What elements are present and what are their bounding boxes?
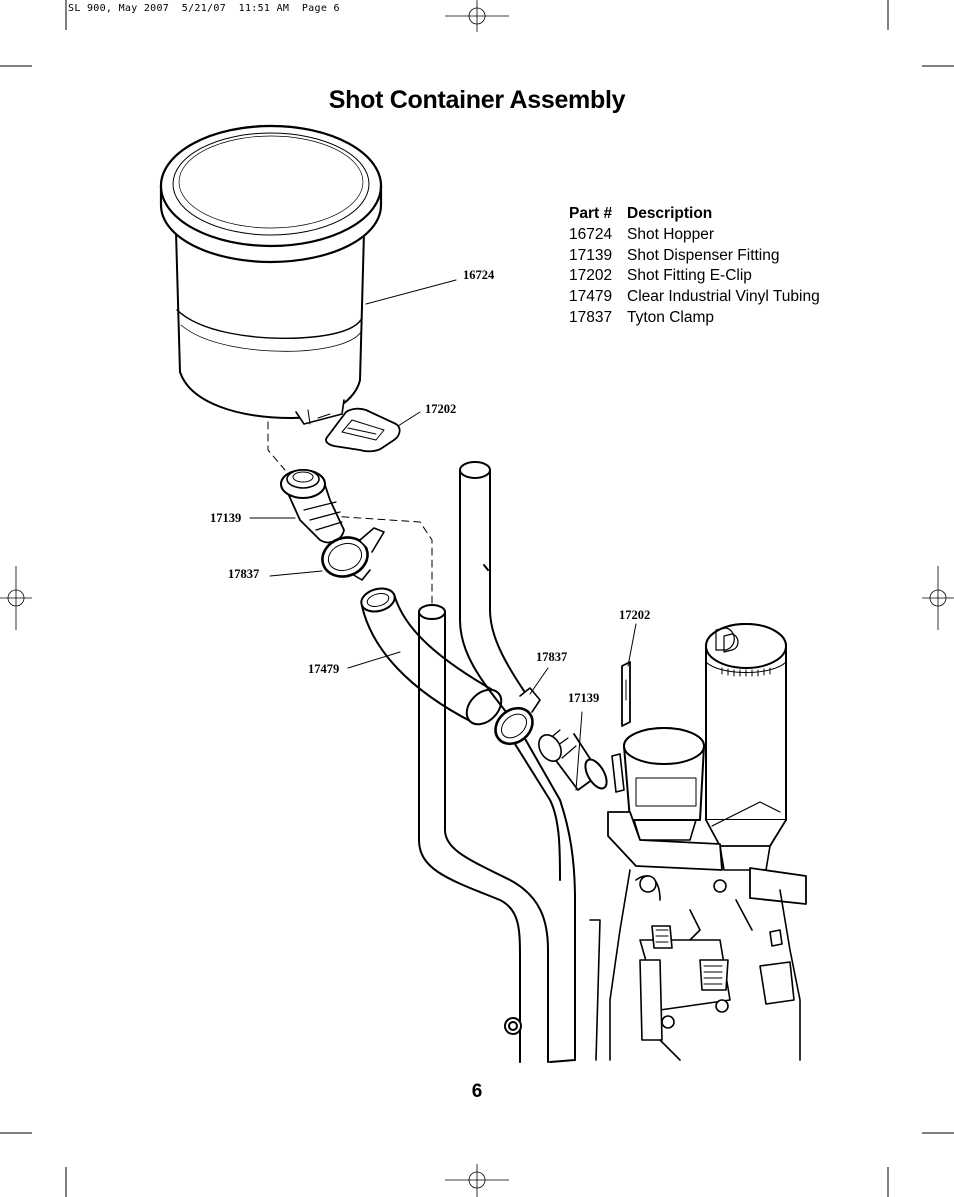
part-number: 16724 [569, 225, 613, 243]
shot-dispenser-body-illustration [607, 727, 807, 905]
tyton-clamp-right-illustration [494, 667, 549, 746]
callout-17202-right: 17202 [619, 608, 651, 622]
part-description: Shot Hopper [627, 225, 715, 243]
callout-17202-top: 17202 [425, 402, 457, 416]
registration-mark-left [0, 566, 32, 630]
part-number-header: Part # [569, 205, 613, 222]
vinyl-tubing-illustration [347, 587, 503, 726]
callout-17139-left: 17139 [210, 511, 242, 525]
callout-17837-left: 17837 [228, 567, 260, 581]
parts-table-header: Part # Description [569, 204, 820, 225]
press-linkage-illustration [589, 869, 801, 1061]
part-number: 17139 [569, 246, 613, 264]
registration-mark-right [922, 566, 954, 630]
part-number: 17837 [569, 308, 613, 326]
part-description: Shot Dispenser Fitting [627, 246, 780, 264]
shot-dispenser-fitting-left-illustration [249, 469, 345, 544]
part-description: Shot Fitting E-Clip [627, 267, 752, 285]
page-number: 6 [471, 1081, 483, 1102]
e-clip-right-illustration [621, 623, 637, 727]
callout-17479: 17479 [308, 662, 340, 676]
part-description: Clear Industrial Vinyl Tubing [627, 288, 820, 306]
parts-table-row: 17202 Shot Fitting E-Clip [569, 266, 820, 287]
alignment-dashed-line [267, 421, 433, 606]
page-title: Shot Container Assembly [328, 86, 626, 114]
press-frame-tubes-illustration [418, 461, 576, 1063]
shot-dispenser-fitting-right-illustration [538, 711, 608, 791]
shot-hopper-illustration [159, 124, 457, 425]
parts-table-row: 17837 Tyton Clamp [569, 308, 820, 329]
parts-table-row: 17139 Shot Dispenser Fitting [569, 246, 820, 267]
print-slug-line: SL 900, May 2007 5/21/07 11:51 AM Page 6 [68, 3, 340, 14]
registration-mark-bottom [445, 1164, 509, 1197]
callout-17139-right: 17139 [568, 691, 600, 705]
part-number: 17202 [569, 267, 613, 285]
tyton-clamp-left-illustration [269, 527, 385, 581]
description-header: Description [627, 205, 713, 222]
part-number: 17479 [569, 288, 613, 306]
registration-mark-top [445, 0, 509, 32]
powder-bottle-illustration [705, 623, 787, 871]
parts-table-row: 17479 Clear Industrial Vinyl Tubing [569, 287, 820, 308]
callout-16724: 16724 [463, 268, 495, 282]
e-clip-top-illustration [325, 407, 421, 453]
part-description: Tyton Clamp [627, 308, 715, 326]
parts-table: Part # Description 16724 Shot Hopper 171… [569, 204, 820, 329]
parts-table-row: 16724 Shot Hopper [569, 225, 820, 246]
callout-17837-right: 17837 [536, 650, 568, 664]
dillon-logo [715, 627, 739, 653]
